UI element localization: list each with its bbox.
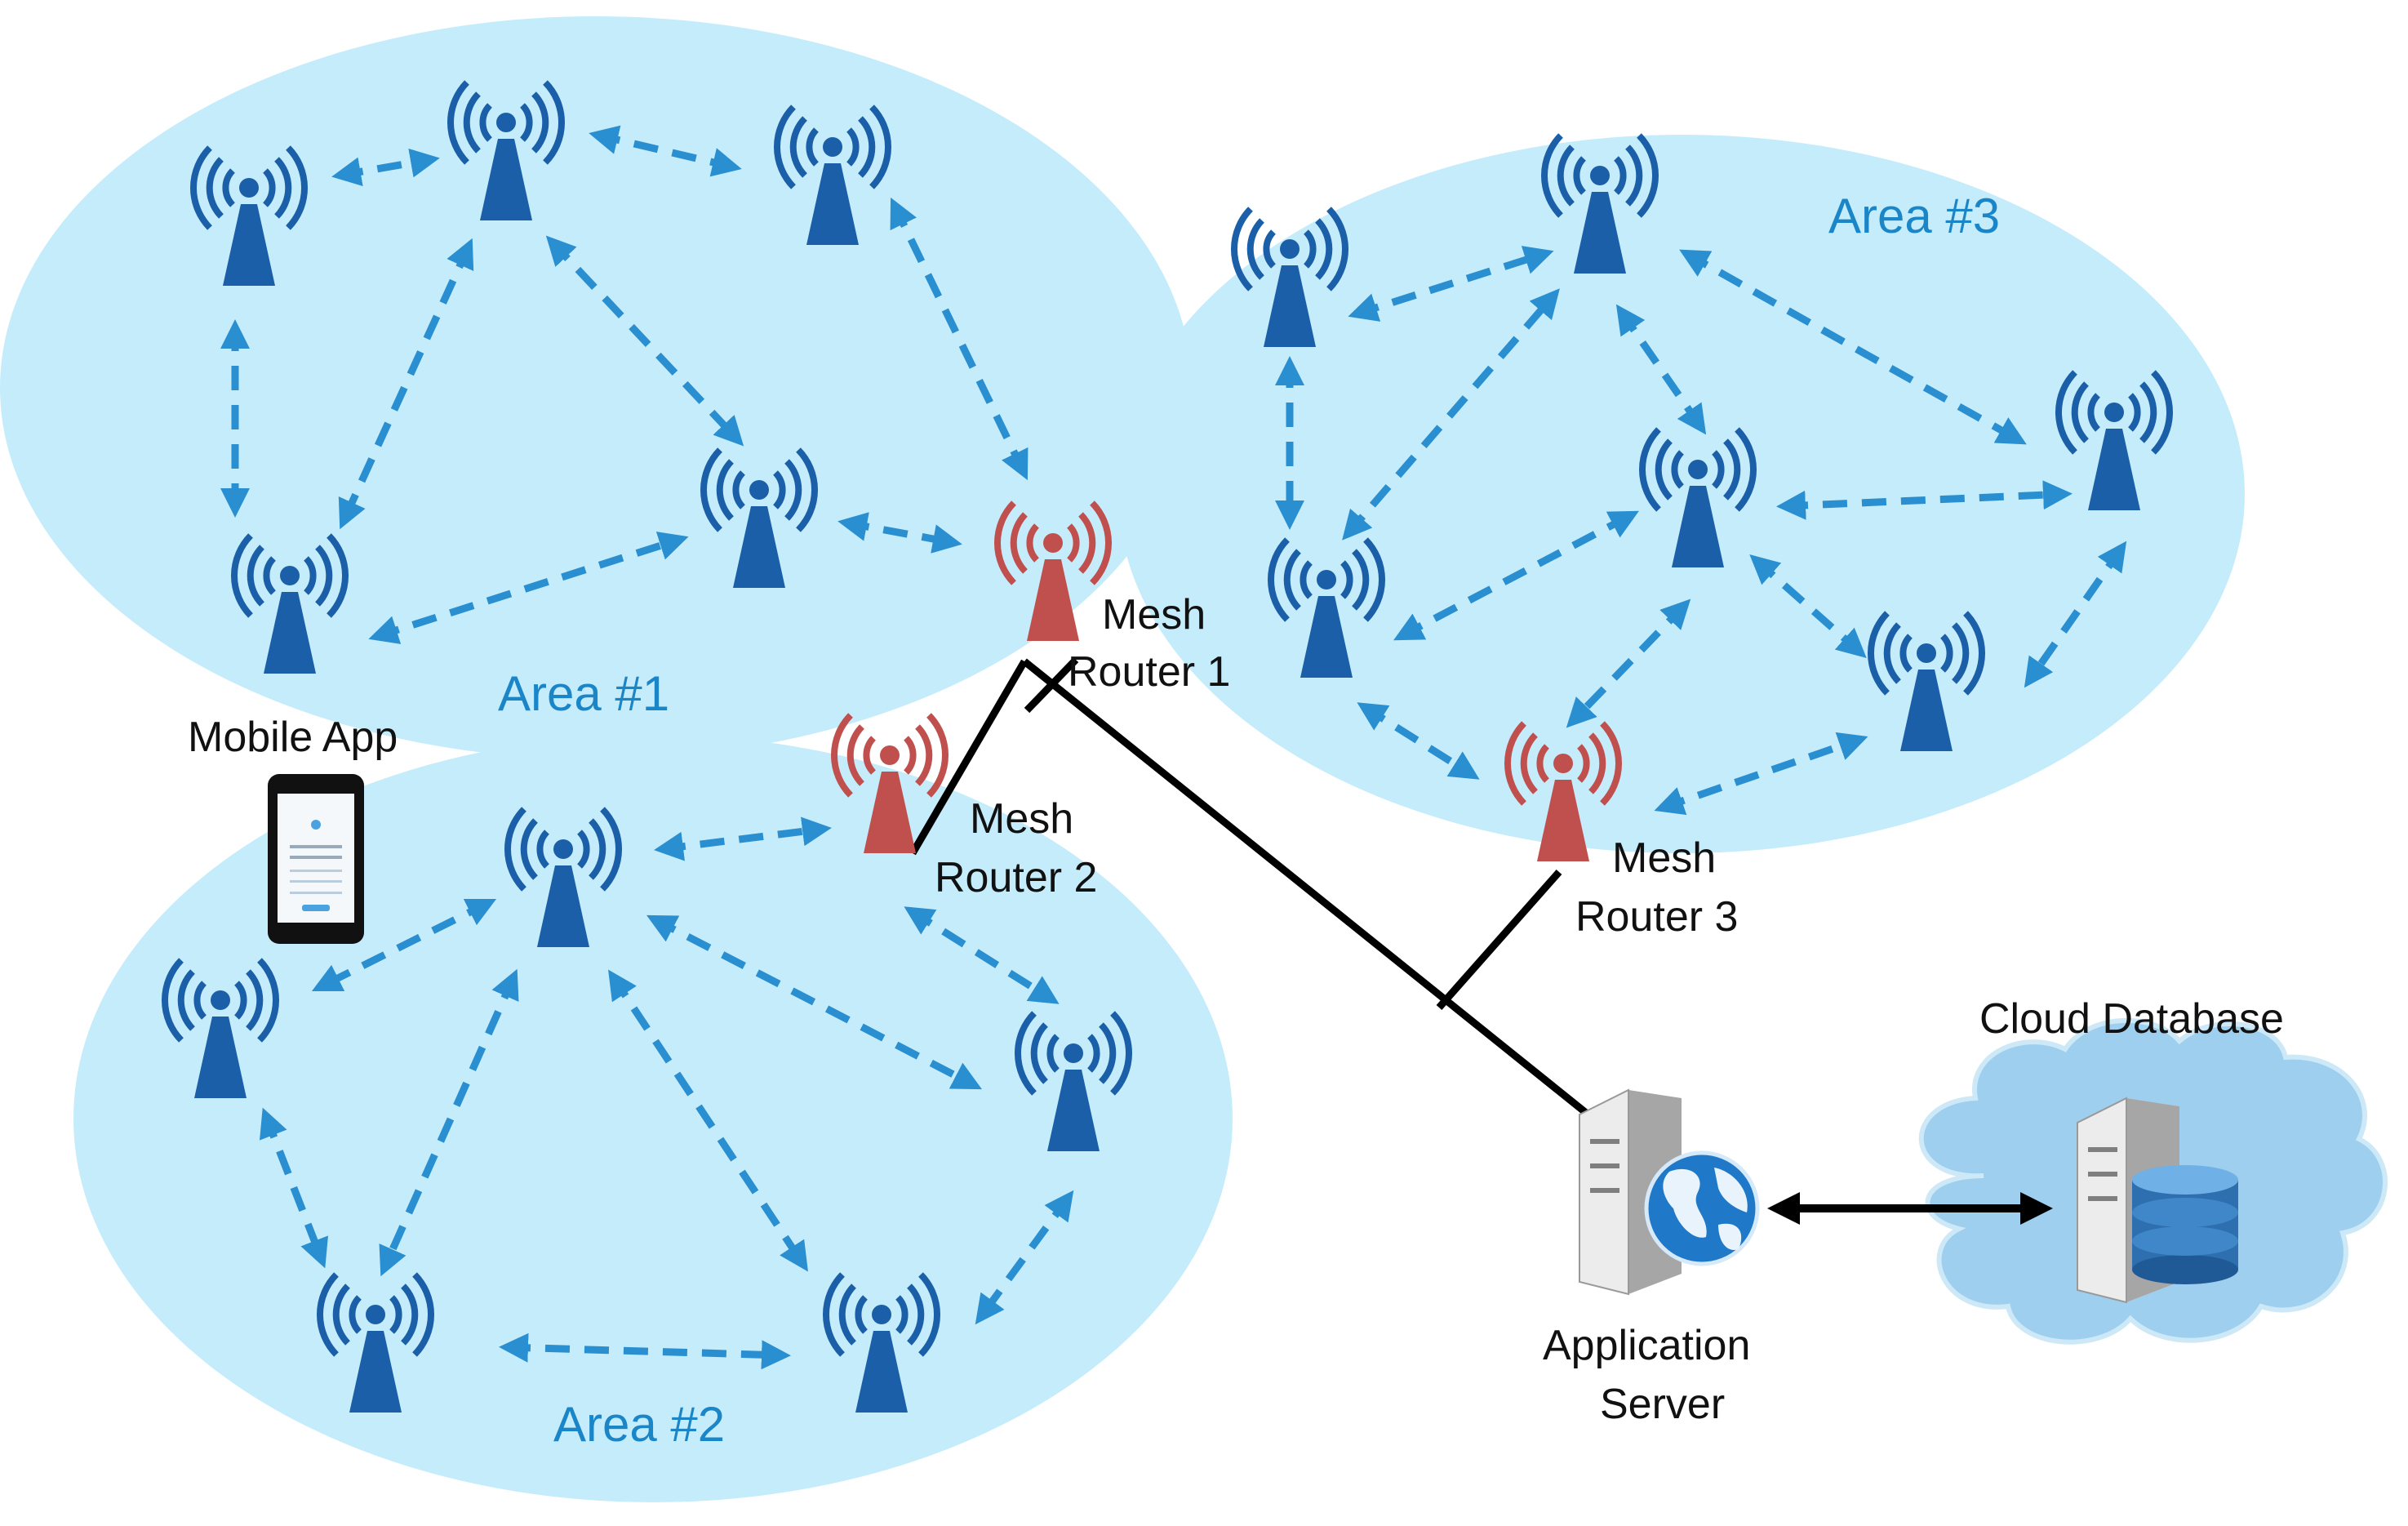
area-1-region <box>0 16 1192 759</box>
application-server-label-line1: Application <box>1543 1322 1750 1369</box>
application-server-label-line2: Server <box>1600 1381 1725 1428</box>
cloud-database-label: Cloud Database <box>1979 995 2284 1043</box>
database-icon <box>2077 1097 2238 1304</box>
area-3-label: Area #3 <box>1828 189 2000 243</box>
server-globe-icon <box>1579 1088 1760 1296</box>
mesh-router-3-label-line2: Router 3 <box>1575 893 1738 941</box>
mesh-router-1-label-line2: Router 1 <box>1068 648 1230 696</box>
mobile-app-label: Mobile App <box>188 714 398 761</box>
wired-backbone <box>909 656 1601 1126</box>
area-1-label: Area #1 <box>498 666 669 721</box>
mesh-router-2-label-line1: Mesh <box>970 795 1073 843</box>
mesh-router-2-label-line2: Router 2 <box>935 854 1097 901</box>
mesh-router-1-label-line1: Mesh <box>1102 591 1206 638</box>
smartphone-icon <box>268 774 364 944</box>
wireless-links <box>220 125 2127 1370</box>
area-2-label: Area #2 <box>553 1397 725 1452</box>
mesh-router-3-label-line1: Mesh <box>1612 834 1716 882</box>
